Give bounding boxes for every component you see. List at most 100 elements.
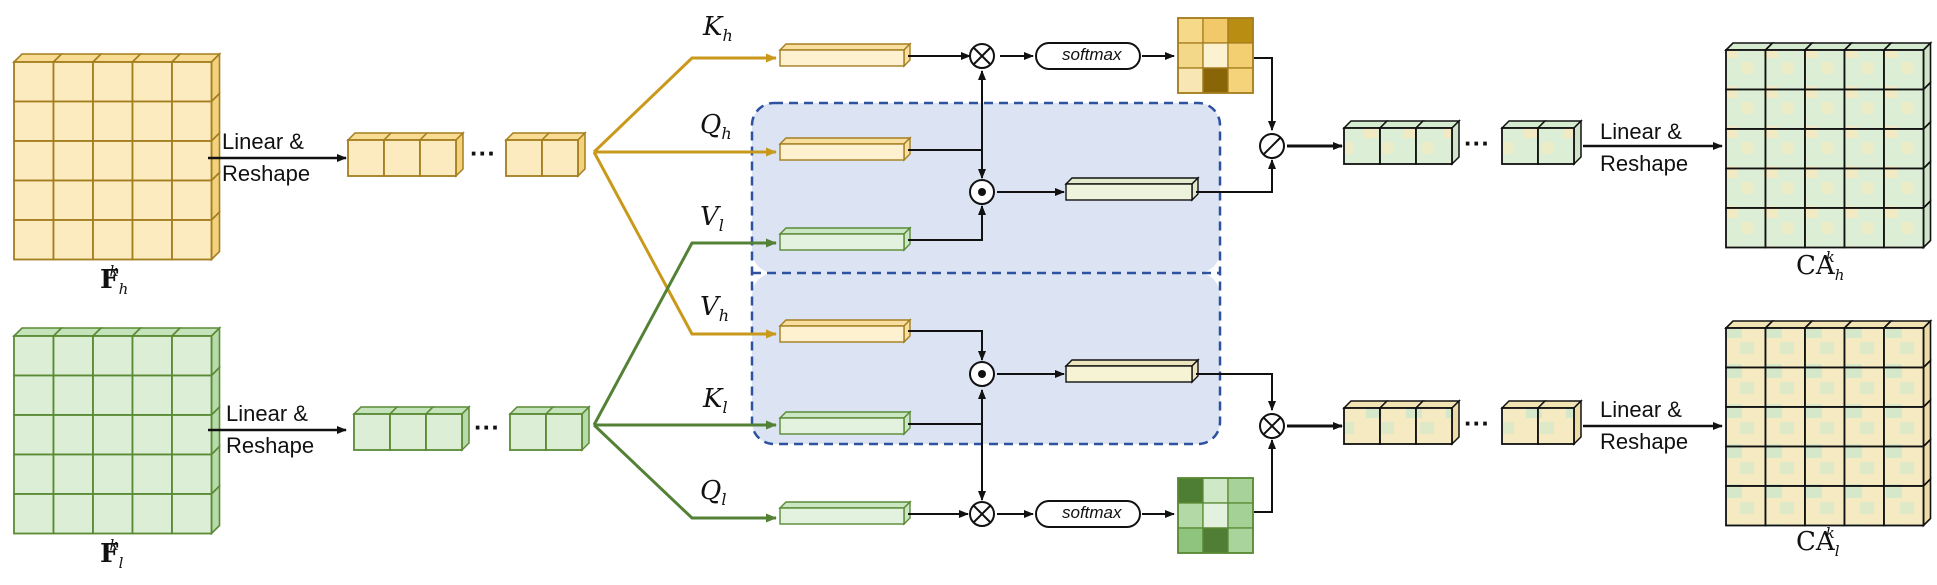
linear-reshape-line1: Linear & xyxy=(1600,119,1682,144)
arrow-to-Kh xyxy=(592,53,777,154)
cube-cell xyxy=(1764,88,1806,130)
label-F-high: Fkh xyxy=(100,262,129,298)
ca-high-output-cube xyxy=(1724,41,1933,250)
token-block xyxy=(1415,407,1453,445)
cube-cell xyxy=(1725,88,1767,130)
label-CA-low: CAkl xyxy=(1796,524,1840,560)
linear-reshape-line2: Reshape xyxy=(222,161,311,186)
cube-cell xyxy=(171,493,213,535)
cube-cell xyxy=(131,453,173,495)
multiply-icon xyxy=(969,501,995,527)
hadamard-icon xyxy=(969,361,995,387)
label-Qh: Qh xyxy=(700,110,732,143)
bar-Kh xyxy=(778,42,912,68)
cube-cell xyxy=(1725,485,1767,527)
linear-reshape-line2: Reshape xyxy=(226,433,315,458)
cube-cell xyxy=(1883,167,1925,209)
ellipsis: ··· xyxy=(470,138,496,168)
cube-cell xyxy=(52,414,94,456)
bar-to-multiply-right xyxy=(1196,373,1276,411)
cube-cell xyxy=(92,100,134,142)
token-block xyxy=(1537,127,1575,165)
cube-cell xyxy=(171,140,213,182)
cube-cell xyxy=(1843,485,1885,527)
cube-cell xyxy=(92,140,134,182)
label-Vl: Vl xyxy=(700,202,724,235)
bar-Qh xyxy=(778,136,912,162)
cube-cell xyxy=(52,335,94,377)
softmax-box-top xyxy=(1035,42,1141,70)
cube-cell xyxy=(92,335,134,377)
token-block xyxy=(541,139,579,177)
softmax-label-bottom: softmax xyxy=(1062,503,1122,522)
linear-reshape-label-right-top: Linear & Reshape xyxy=(1600,116,1688,180)
token-block xyxy=(1415,127,1453,165)
token-block xyxy=(419,139,457,177)
label-Vh: Vh xyxy=(700,292,730,325)
matrix-to-multiply-right xyxy=(1254,439,1276,513)
cube-cell xyxy=(92,453,134,495)
cube-cell xyxy=(1843,128,1885,170)
arrow-to-Vh xyxy=(592,151,777,339)
cube-cell xyxy=(1883,207,1925,249)
linear-reshape-line2: Reshape xyxy=(1600,151,1689,176)
token-block xyxy=(545,413,583,451)
token-block xyxy=(425,413,463,451)
token-block xyxy=(389,413,427,451)
cube-cell xyxy=(52,61,94,103)
linear-reshape-line1: Linear & xyxy=(1600,397,1682,422)
cube-cell xyxy=(1804,207,1846,249)
cube-cell xyxy=(1764,49,1806,91)
cube-cell xyxy=(1764,485,1806,527)
cube-cell xyxy=(1804,445,1846,487)
cube-cell xyxy=(1843,207,1885,249)
multiply-icon xyxy=(1259,413,1285,439)
cube-cell xyxy=(52,100,94,142)
token-block xyxy=(1501,407,1539,445)
cube-cell xyxy=(13,61,55,103)
bar-Vh xyxy=(778,318,912,344)
cube-cell xyxy=(131,414,173,456)
linear-reshape-line1: Linear & xyxy=(226,401,308,426)
label-CA-high: CAkh xyxy=(1796,248,1845,284)
bar-to-divide xyxy=(1196,159,1276,193)
arrow-to-Ql xyxy=(592,423,777,523)
softmax-box-bottom xyxy=(1035,500,1141,528)
cube-cell xyxy=(1843,366,1885,408)
token-sequences xyxy=(346,119,1583,452)
token-block xyxy=(509,413,547,451)
linear-reshape-label-left-bottom: Linear & Reshape xyxy=(226,398,314,462)
ellipsis: ··· xyxy=(1464,128,1490,158)
linear-reshape-label-left-top: Linear & Reshape xyxy=(222,126,310,190)
cube-cell xyxy=(1764,445,1806,487)
ellipsis: ··· xyxy=(474,412,500,442)
cube-cell xyxy=(52,179,94,221)
cube-cell xyxy=(1883,445,1925,487)
hadamard-icon xyxy=(969,179,995,205)
divide-icon xyxy=(1259,133,1285,159)
cube-cell xyxy=(13,140,55,182)
projection-bars xyxy=(778,42,1200,526)
bar-Vl xyxy=(778,226,912,252)
cube-cell xyxy=(13,100,55,142)
cube-cell xyxy=(131,493,173,535)
label-F-low: Fkl xyxy=(100,536,124,572)
cube-cell xyxy=(13,493,55,535)
low-freq-feature-cube xyxy=(12,326,222,536)
softmax-label-top: softmax xyxy=(1062,45,1122,64)
cube-cell xyxy=(1764,327,1806,369)
token-block xyxy=(353,413,391,451)
cube-cell xyxy=(1843,167,1885,209)
cross-attention-region-bottom xyxy=(752,273,1220,444)
bar-attn-top xyxy=(1064,176,1200,202)
cube-cell xyxy=(92,493,134,535)
cube-cell xyxy=(171,61,213,103)
token-block xyxy=(1343,127,1381,165)
label-Kl: Kl xyxy=(703,384,728,417)
label-Kh: Kh xyxy=(703,12,733,45)
attention-matrix-low xyxy=(1177,477,1254,554)
linear-reshape-label-right-bottom: Linear & Reshape xyxy=(1600,394,1688,458)
arrow-to-Vl xyxy=(592,238,777,426)
